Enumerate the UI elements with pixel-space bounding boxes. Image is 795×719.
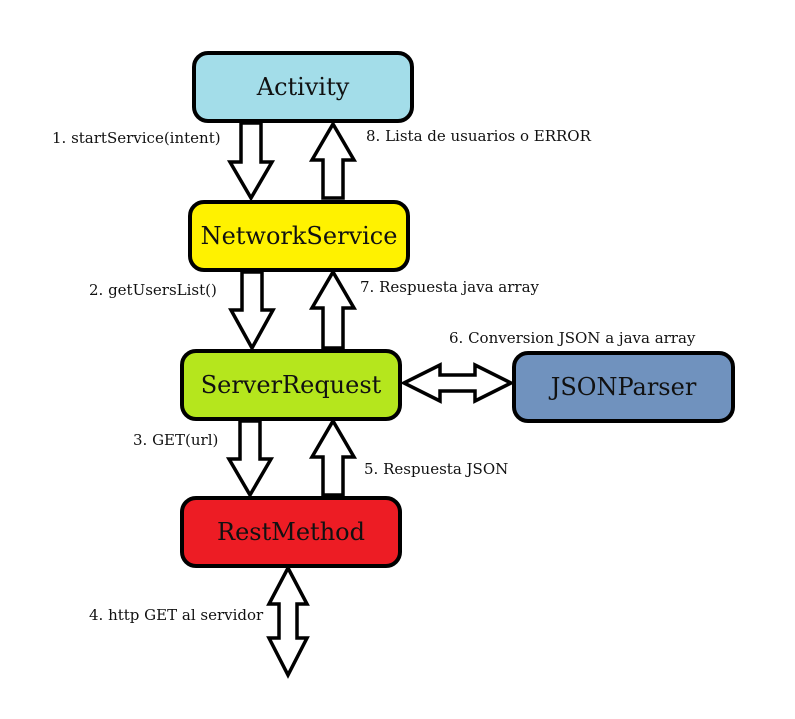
step-4-label: 4. http GET al servidor xyxy=(89,606,264,624)
arrow-get-users-list xyxy=(228,270,276,352)
network-service-node: NetworkService xyxy=(188,200,410,272)
arrow-start-service xyxy=(226,121,276,202)
activity-node: Activity xyxy=(192,51,414,123)
rest-method-node: RestMethod xyxy=(180,496,402,568)
arrow-java-array-response xyxy=(308,268,358,350)
step-5-label: 5. Respuesta JSON xyxy=(364,460,509,478)
arrow-http-get-server xyxy=(266,564,310,679)
step-1-label: 1. startService(intent) xyxy=(52,129,221,147)
arrow-json-conversion xyxy=(400,362,515,404)
step-7-label: 7. Respuesta java array xyxy=(360,278,540,296)
arrow-get-url xyxy=(225,419,275,499)
arrow-user-list-result xyxy=(308,120,358,200)
arrow-json-response xyxy=(308,417,358,497)
server-request-node: ServerRequest xyxy=(180,349,402,421)
step-6-label: 6. Conversion JSON a java array xyxy=(449,329,696,347)
step-2-label: 2. getUsersList() xyxy=(89,281,217,299)
json-parser-node: JSONParser xyxy=(512,351,735,423)
step-3-label: 3. GET(url) xyxy=(133,431,219,449)
step-8-label: 8. Lista de usuarios o ERROR xyxy=(366,127,591,145)
